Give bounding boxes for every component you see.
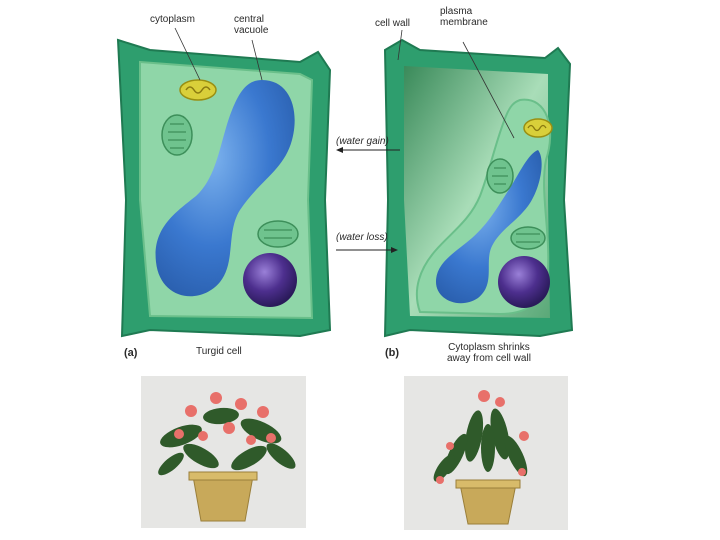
central-vacuole-right xyxy=(436,150,542,304)
chloroplast-left-1 xyxy=(161,114,193,156)
water-gain-label: (water gain) xyxy=(336,136,389,147)
chloroplast-right-2 xyxy=(510,226,546,250)
chloroplast-left-2 xyxy=(257,220,299,248)
turgid-plant-photo xyxy=(141,376,306,528)
water-loss-label: (water loss) xyxy=(336,232,388,243)
panel-b-caption: Cytoplasm shrinks away from cell wall xyxy=(447,342,531,364)
nucleus-right xyxy=(498,256,550,308)
panel-a-caption: Turgid cell xyxy=(196,346,242,357)
turgid-cell xyxy=(116,27,332,338)
cell-wall-label: cell wall xyxy=(375,18,411,29)
cytoplasm-label: cytoplasm xyxy=(150,14,196,25)
central-vacuole-label: central vacuole xyxy=(234,14,269,36)
pot xyxy=(459,483,517,525)
water-loss-arrow xyxy=(336,247,398,253)
panel-b-label: (b) xyxy=(385,347,400,359)
plasma-membrane-label: plasma membrane xyxy=(440,6,488,28)
nucleus-left xyxy=(243,253,297,307)
mitochondrion-left xyxy=(179,79,217,101)
water-gain-arrow xyxy=(336,147,400,153)
pot xyxy=(192,475,254,522)
mitochondrion-right xyxy=(523,118,553,138)
panel-a-label: (a) xyxy=(124,347,138,359)
plasmolyzed-cell xyxy=(383,29,574,338)
healthy-plant-image xyxy=(158,392,296,522)
central-vacuole-left xyxy=(155,80,295,297)
wilted-plant-image xyxy=(433,390,529,525)
wilted-plant-photo xyxy=(404,376,568,530)
